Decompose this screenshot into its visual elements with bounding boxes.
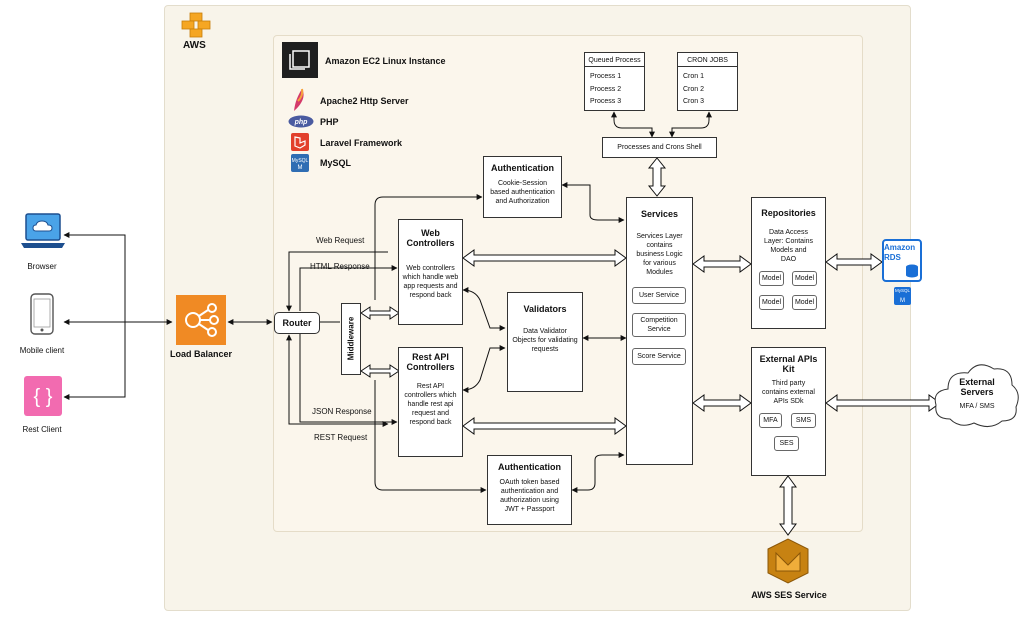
braces-icon: { } (24, 376, 62, 416)
svg-text:M: M (298, 165, 303, 171)
kit-item-sms: SMS (791, 413, 816, 428)
external-servers-cloud-icon (930, 357, 1022, 433)
rest-controllers-title: Rest API Controllers (406, 352, 455, 372)
rest-controllers-desc: Rest API controllers which handle rest a… (404, 383, 457, 426)
validators-desc: Data Validator Objects for validating re… (512, 328, 578, 353)
ec2-icon (282, 42, 318, 78)
load-balancer-icon (176, 295, 226, 345)
queued-item: Process 2 (590, 86, 622, 93)
svg-text:php: php (294, 119, 309, 126)
services-title: Services (640, 209, 679, 219)
rest-controllers-box (398, 347, 463, 457)
shell-label: Processes and Crons Shell (617, 144, 702, 151)
svg-text:{ }: { } (34, 386, 53, 408)
auth-cookie-box (483, 156, 562, 218)
queued-process-title: Queued Process (588, 57, 641, 64)
service-item-user: User Service (632, 287, 686, 304)
rds-title: Amazon RDS (884, 243, 916, 262)
rds-icon (882, 239, 922, 282)
aws-label: AWS (183, 40, 206, 51)
queued-process-divider (584, 66, 645, 67)
cron-jobs-divider (677, 66, 738, 67)
cron-item: Cron 2 (683, 86, 705, 93)
queued-process-box (584, 52, 645, 111)
ses-label: AWS SES Service (751, 590, 827, 600)
queued-item: Process 1 (590, 73, 622, 80)
php-logo-icon: php (288, 115, 314, 128)
svg-text:MySQL: MySQL (292, 158, 309, 164)
stack-apache-label: Apache2 Http Server (320, 96, 409, 106)
external-kit-desc: Third party contains external APIs SDk (762, 380, 815, 405)
svg-text:M: M (900, 298, 905, 304)
client-rest-label: Rest Client (22, 425, 62, 434)
router-label: Router (282, 318, 312, 328)
cron-jobs-box (677, 52, 738, 111)
edge-json-response: JSON Response (312, 407, 372, 416)
external-kit-title: External APIs Kit (759, 354, 818, 374)
web-controllers-title: Web Controllers (406, 228, 455, 248)
aws-logo-icon (180, 12, 212, 38)
validators-title: Validators (523, 304, 567, 314)
client-browser-label: Browser (27, 262, 57, 271)
stack-php-label: PHP (320, 117, 339, 127)
middleware-box (341, 303, 361, 375)
ec2-title: Amazon EC2 Linux Instance (325, 56, 446, 66)
model-item: Model (792, 295, 817, 310)
laptop-cloud-icon (20, 212, 66, 254)
web-controllers-box (398, 219, 463, 325)
cron-jobs-title: CRON JOBS (687, 57, 728, 64)
auth-oauth-title: Authentication (498, 462, 561, 472)
router-box (274, 312, 320, 334)
edge-rest-request: REST Request (314, 433, 368, 442)
external-kit-box (751, 347, 826, 476)
auth-oauth-box (487, 455, 572, 525)
repositories-title: Repositories (761, 208, 816, 218)
repositories-desc: Data Access Layer: Contains Models and D… (763, 229, 814, 263)
auth-oauth-desc: OAuth token based authentication and aut… (499, 479, 560, 513)
load-balancer-label: Load Balancer (169, 349, 233, 359)
external-servers-title: External Servers (959, 377, 995, 397)
cron-item: Cron 1 (683, 73, 705, 80)
services-desc: Services Layer contains business Logic f… (636, 233, 683, 276)
rds-mysql-label: MySQL (894, 288, 910, 293)
model-item: Model (759, 271, 784, 286)
stack-mysql-label: MySQL (320, 158, 352, 168)
cron-item: Cron 3 (683, 98, 705, 105)
middleware-label: Middleware (346, 316, 356, 361)
validators-box (507, 292, 583, 392)
web-controllers-desc: Web controllers which handle web app req… (402, 265, 459, 299)
auth-cookie-desc: Cookie-Session based authentication and … (490, 180, 555, 205)
shell-box (602, 137, 717, 158)
kit-item-ses: SES (774, 436, 799, 451)
model-item: Model (759, 295, 784, 310)
external-servers-sub: MFA / SMS (959, 403, 995, 410)
model-item: Model (792, 271, 817, 286)
apache-feather-icon (290, 88, 308, 112)
mobile-phone-icon (30, 293, 54, 335)
laravel-logo-icon (291, 133, 309, 151)
rds-mysql-icon: M (894, 287, 911, 305)
queued-item: Process 3 (590, 98, 622, 105)
auth-cookie-title: Authentication (491, 163, 554, 173)
stack-laravel-label: Laravel Framework (320, 138, 403, 148)
edge-web-request: Web Request (316, 236, 365, 245)
ses-icon (764, 537, 812, 585)
service-item-competition: Competition Service (632, 313, 686, 337)
edge-html-response: HTML Response (310, 262, 370, 271)
kit-item-mfa: MFA (759, 413, 782, 428)
client-mobile-label: Mobile client (19, 346, 65, 355)
service-item-score: Score Service (632, 348, 686, 365)
